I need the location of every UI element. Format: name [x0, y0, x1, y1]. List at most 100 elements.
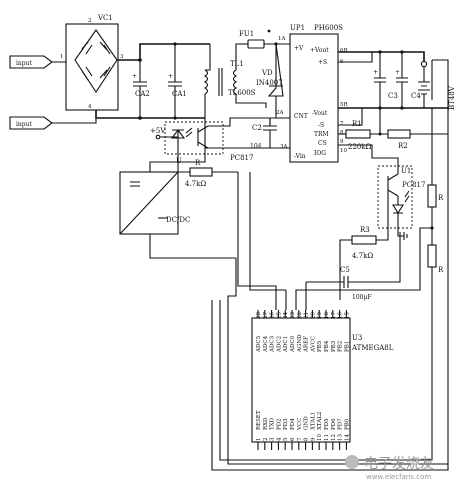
battery-label: BT48V — [448, 85, 456, 110]
mcu-bottom-pin-num: 13 — [338, 434, 344, 441]
up1-pin-plus-s: +S — [318, 59, 327, 66]
mcu-top-pin-label: ADC5 — [256, 335, 262, 353]
c3-label: C3 — [388, 92, 398, 100]
mcu-bottom-pin-label: PD3 — [283, 418, 289, 430]
mcu-label: U3 — [352, 334, 362, 342]
opto-r-value: 4.7kΩ — [185, 180, 206, 188]
ca2-plus: + — [132, 73, 137, 80]
mcu-top-pin-num: 26 — [270, 312, 276, 319]
up1-pin-cs: CS — [318, 140, 327, 147]
mcu-top-pin-num: 21 — [304, 312, 310, 319]
mcu-top-pin-label: AREF — [304, 336, 310, 353]
vc1-label: VC1 — [97, 14, 113, 22]
mcu-top-pin-label: PB4 — [324, 340, 330, 352]
mcu-top-pin-label: ADC0 — [290, 335, 296, 353]
c4-plus: + — [395, 69, 400, 76]
supply-5v-label: +5V — [150, 127, 166, 135]
mcu-bottom-pin-num: 4 — [276, 437, 282, 441]
input-label-bottom: input — [16, 121, 32, 128]
mcu-bottom-pins: RESET1RXD2TXD3PD24PD35PD46VCC7GND8XTAL19… — [256, 410, 350, 450]
mcu-bottom-pin-num: 3 — [270, 437, 276, 441]
c4-label: C4 — [411, 92, 421, 100]
mcu-bottom-pin-label: RXD — [263, 417, 269, 430]
mcu-bottom-pin-num: 12 — [331, 434, 337, 441]
mcu-top-pin-label: PB3 — [331, 340, 337, 352]
mcu-top-pin-label: AGND — [297, 334, 303, 353]
mcu-bottom-pin-num: 5 — [283, 437, 289, 441]
tl1-label: TL1 — [230, 60, 244, 68]
mcu-top-pin-label: ADC1 — [283, 336, 289, 353]
opto-u1-part: PC817 — [402, 181, 425, 189]
mcu-bottom-pin-label: PD6 — [331, 418, 337, 430]
r3-label: R3 — [360, 226, 370, 234]
mcu-top-pin-label: AVCC — [310, 336, 316, 353]
up1-pin-7: 7 — [340, 121, 344, 127]
input-label-top: input — [16, 60, 32, 67]
mcu-bottom-pin-label: RESET — [256, 410, 262, 430]
mcu-top-pin-label: ADC4 — [263, 335, 269, 353]
resistor-r-div-1: R — [427, 108, 444, 245]
mcu-bottom-pin-label: PD5 — [324, 418, 330, 430]
vd-part: IN4007 — [256, 79, 283, 87]
mcu-top-pin-num: 22 — [297, 312, 303, 319]
watermark: 电子发烧友 www.elecfans.com — [345, 455, 434, 481]
vc1-pin-1: 1 — [60, 54, 64, 60]
mcu-top-pin-num: 15 — [344, 312, 350, 319]
mcu-bottom-pin-label: PD4 — [290, 418, 296, 430]
up1-pin-minus-vin: -Vin — [294, 153, 306, 160]
mcu-top-pin-num: 18 — [324, 312, 330, 319]
capacitor-ca2: + CA2 — [132, 60, 150, 118]
dcdc-label: DC/DC — [166, 216, 190, 224]
mcu-bottom-pin-num: 11 — [324, 434, 330, 441]
input-terminal-top: input — [9, 55, 53, 69]
mcu-bottom-pin-label: PD2 — [276, 418, 282, 430]
mcu-bottom-pin-num: 8 — [304, 437, 310, 441]
c5-value: 100μF — [352, 294, 372, 301]
mcu-top-pin-num: 27 — [263, 312, 269, 319]
mcu-bottom-pin-label: PD7 — [338, 418, 344, 430]
up1-pin-iog: IOG — [314, 150, 326, 157]
mcu-top-pin-num: 28 — [256, 312, 262, 319]
mcu-top-pin-label: PB5 — [317, 340, 323, 352]
ca2-label: CA2 — [135, 90, 150, 98]
r3-value: 4.7kΩ — [352, 252, 373, 260]
vc1-pin-3: 3 — [120, 54, 124, 60]
up1-pin-trm: TRM — [314, 131, 329, 138]
mcu-top-pin-num: 24 — [283, 312, 289, 319]
opto-u1-label: U1 — [401, 167, 411, 175]
tl1-part: TL600S — [228, 89, 256, 97]
ca1-label: CA1 — [172, 90, 187, 98]
up1-pin-5r: 5R — [340, 102, 348, 108]
mcu-u3: U3 ATMEGA8L 28ADC527ADC426ADC325ADC224AD… — [251, 310, 394, 450]
opto-u-label: U — [176, 157, 182, 165]
mcu-top-pin-num: 20 — [310, 312, 316, 319]
mcu-part: ATMEGA8L — [351, 344, 394, 352]
up1-pin-minus-s: -S — [318, 122, 324, 129]
mcu-bottom-pin-num: 1 — [256, 438, 262, 442]
mcu-top-pin-label: PB2 — [338, 341, 344, 352]
resistor-r2: R2 — [379, 108, 448, 150]
mcu-bottom-pin-num: 10 — [317, 434, 323, 441]
mcu-top-pin-num: 25 — [276, 312, 282, 319]
vc1-pin-2: 2 — [88, 18, 92, 24]
dcdc-module: DC/DC — [119, 171, 190, 235]
capacitor-c5: C5 100μF — [306, 232, 401, 301]
up1-pin-1a: 1A — [278, 36, 286, 42]
mcu-bottom-pin-label: TXD — [270, 417, 276, 430]
mcu-bottom-pin-num: 2 — [263, 438, 269, 442]
mcu-top-pin-label: ADC2 — [276, 336, 282, 353]
r1-value: 220kΩ — [348, 143, 372, 151]
battery-bt48v: BT48V — [211, 59, 456, 471]
mcu-top-pin-label: ADC3 — [270, 335, 276, 353]
mcu-top-pin-num: 23 — [290, 312, 296, 319]
vc1-pin-4: 4 — [88, 104, 92, 110]
up1-pin-10: 10 — [340, 148, 347, 154]
c2-value: 104 — [250, 143, 262, 150]
rdiv-label-1: R — [438, 194, 444, 202]
rdiv-label-2: R — [438, 266, 444, 274]
vd-label: VD — [261, 69, 273, 77]
opto-r-label: R — [195, 159, 201, 167]
up1-pin-2a: 2A — [276, 110, 284, 116]
